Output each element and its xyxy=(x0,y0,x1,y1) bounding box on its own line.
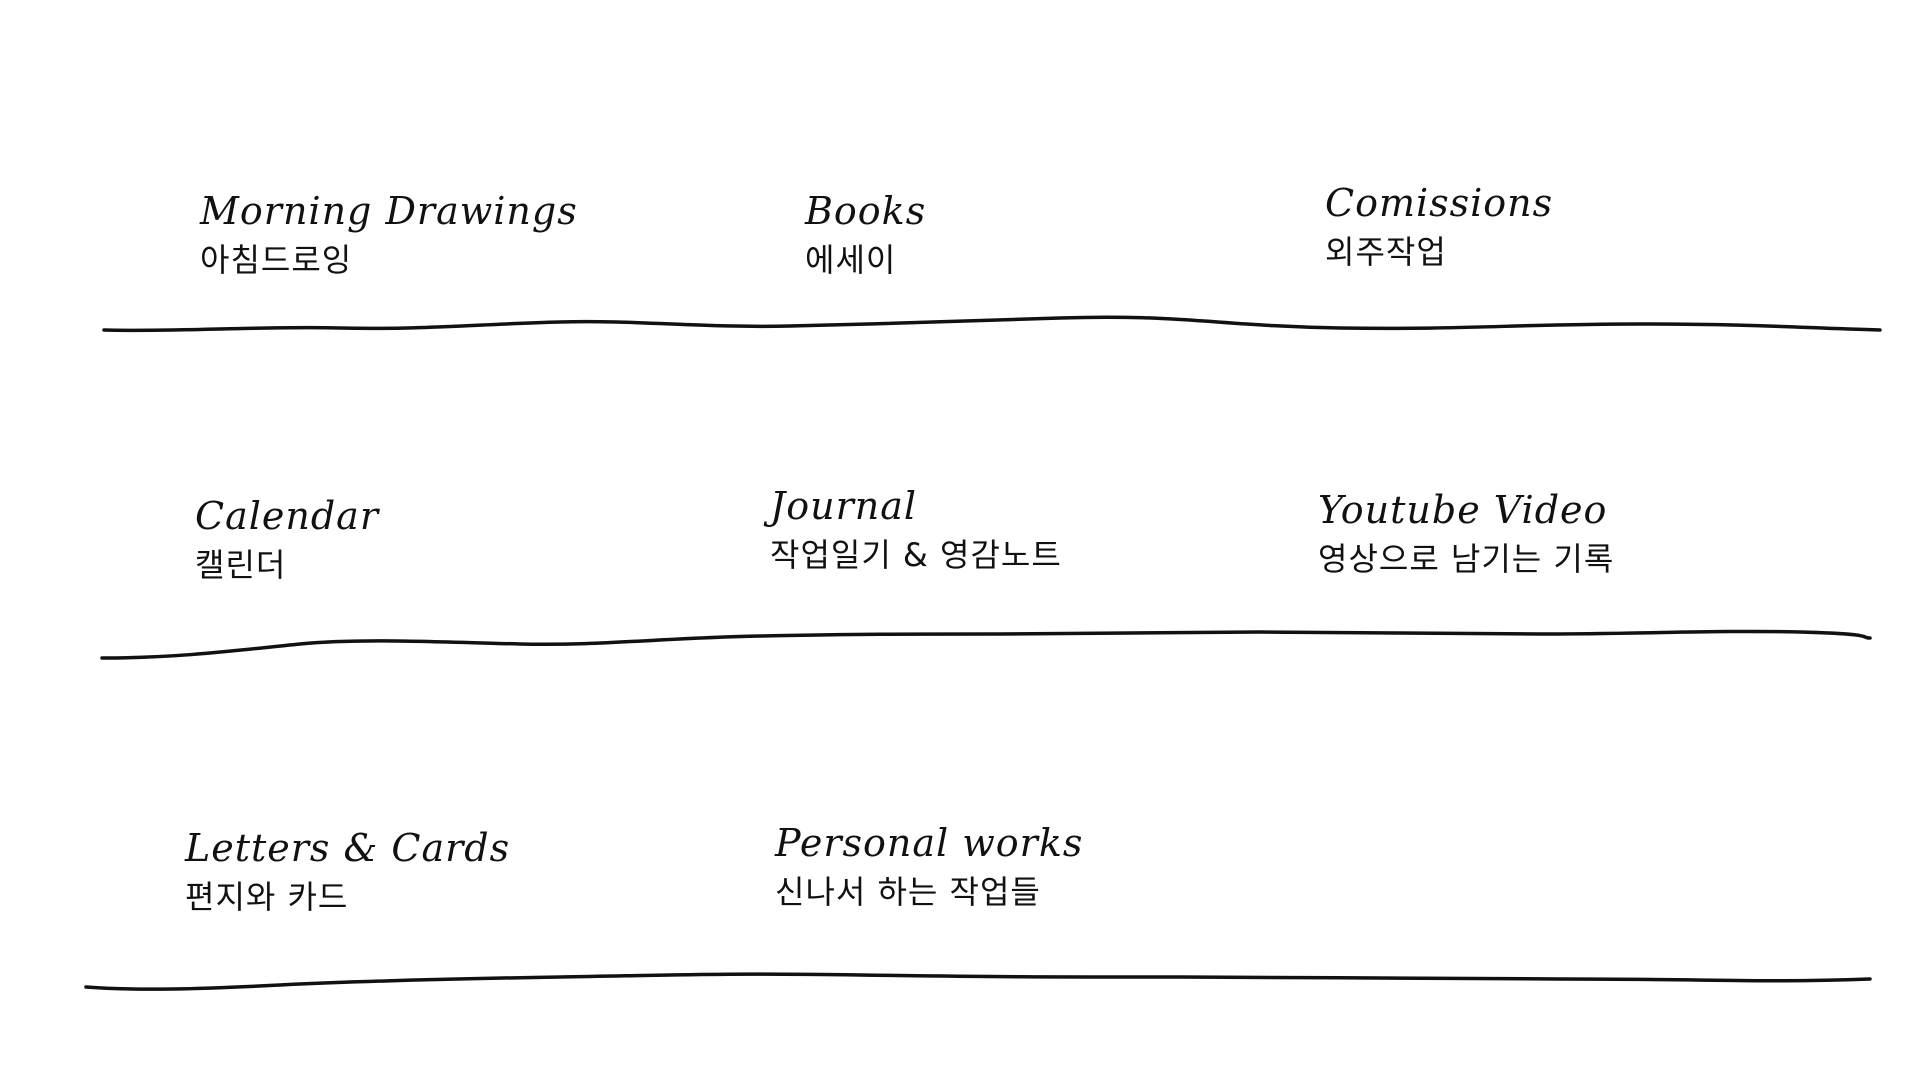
menu-item-books[interactable]: Books 에세이 xyxy=(805,188,926,280)
menu-item-youtube-video[interactable]: Youtube Video 영상으로 남기는 기록 xyxy=(1318,487,1614,579)
menu-item-letters-cards[interactable]: Letters & Cards 편지와 카드 xyxy=(185,825,510,917)
row-divider xyxy=(100,629,1872,660)
menu-item-title: Comissions xyxy=(1325,181,1554,225)
menu-item-title: Books xyxy=(805,189,927,233)
menu-item-title: Journal xyxy=(770,484,918,528)
menu-item-subtitle: 캘린더 xyxy=(195,546,287,584)
menu-item-title: Morning Drawings xyxy=(200,189,578,233)
menu-item-calendar[interactable]: Calendar 캘린더 xyxy=(195,493,379,585)
menu-item-subtitle: 에세이 xyxy=(805,241,897,279)
row-divider xyxy=(84,972,1872,991)
menu-item-title: Personal works xyxy=(775,821,1084,865)
row-divider xyxy=(102,315,1882,333)
menu-item-morning-drawings[interactable]: Morning Drawings 아침드로잉 xyxy=(200,188,578,280)
menu-item-comissions[interactable]: Comissions 외주작업 xyxy=(1325,180,1553,272)
menu-item-subtitle: 편지와 카드 xyxy=(185,878,349,916)
menu-item-title: Letters & Cards xyxy=(185,826,511,870)
menu-item-subtitle: 영상으로 남기는 기록 xyxy=(1318,540,1615,578)
menu-item-title: Calendar xyxy=(195,494,379,538)
menu-item-title: Youtube Video xyxy=(1318,488,1608,532)
menu-item-subtitle: 작업일기 & 영감노트 xyxy=(770,536,1062,574)
menu-item-subtitle: 신나서 하는 작업들 xyxy=(775,873,1041,911)
menu-item-subtitle: 아침드로잉 xyxy=(200,241,353,279)
menu-item-subtitle: 외주작업 xyxy=(1325,233,1447,271)
menu-item-personal-works[interactable]: Personal works 신나서 하는 작업들 xyxy=(775,820,1083,912)
menu-item-journal[interactable]: Journal 작업일기 & 영감노트 xyxy=(770,483,1062,575)
